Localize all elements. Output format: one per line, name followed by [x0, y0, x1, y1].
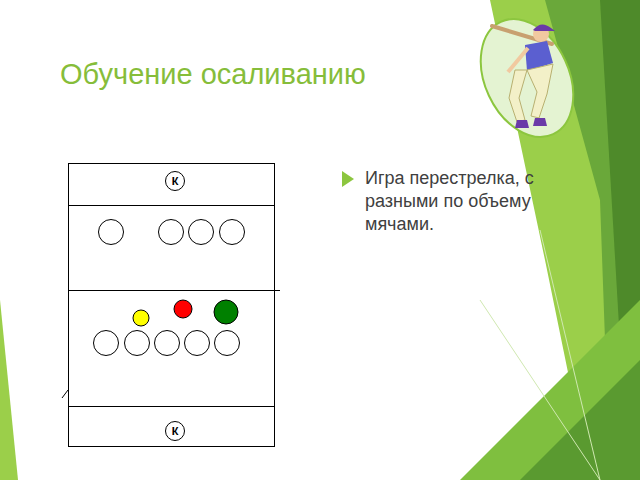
player-circle [220, 220, 245, 245]
slide-title: Обучение осаливанию [60, 58, 366, 91]
player-badge [463, 4, 592, 152]
small-ball [133, 310, 149, 326]
captain-circle: К [165, 421, 185, 441]
player-circle [99, 220, 124, 245]
court [62, 164, 280, 447]
player-circle [185, 331, 210, 356]
medium-ball [174, 300, 192, 318]
thin-line [540, 230, 600, 480]
captain-letter: К [172, 426, 179, 437]
bullet-text: Игра перестрелка, с разными по объему мя… [365, 167, 580, 236]
players [94, 220, 245, 356]
center-line [68, 290, 280, 291]
court-border [69, 164, 275, 447]
green-band [0, 300, 18, 480]
thin-line [480, 300, 600, 480]
player-circle [94, 331, 119, 356]
large-ball [214, 300, 238, 324]
baseball-player [492, 24, 555, 128]
player-circle [159, 220, 184, 245]
player-circle [215, 331, 240, 356]
tick-mark [62, 390, 68, 398]
captain-letter: К [172, 176, 179, 187]
bullet-triangle [342, 171, 354, 187]
court-line [68, 205, 274, 206]
player-circle [189, 220, 214, 245]
green-band [460, 300, 640, 480]
player-circle [155, 331, 180, 356]
captain-circle: К [165, 171, 185, 191]
player-circle [125, 331, 150, 356]
green-band [520, 360, 640, 480]
court-line [68, 406, 274, 407]
